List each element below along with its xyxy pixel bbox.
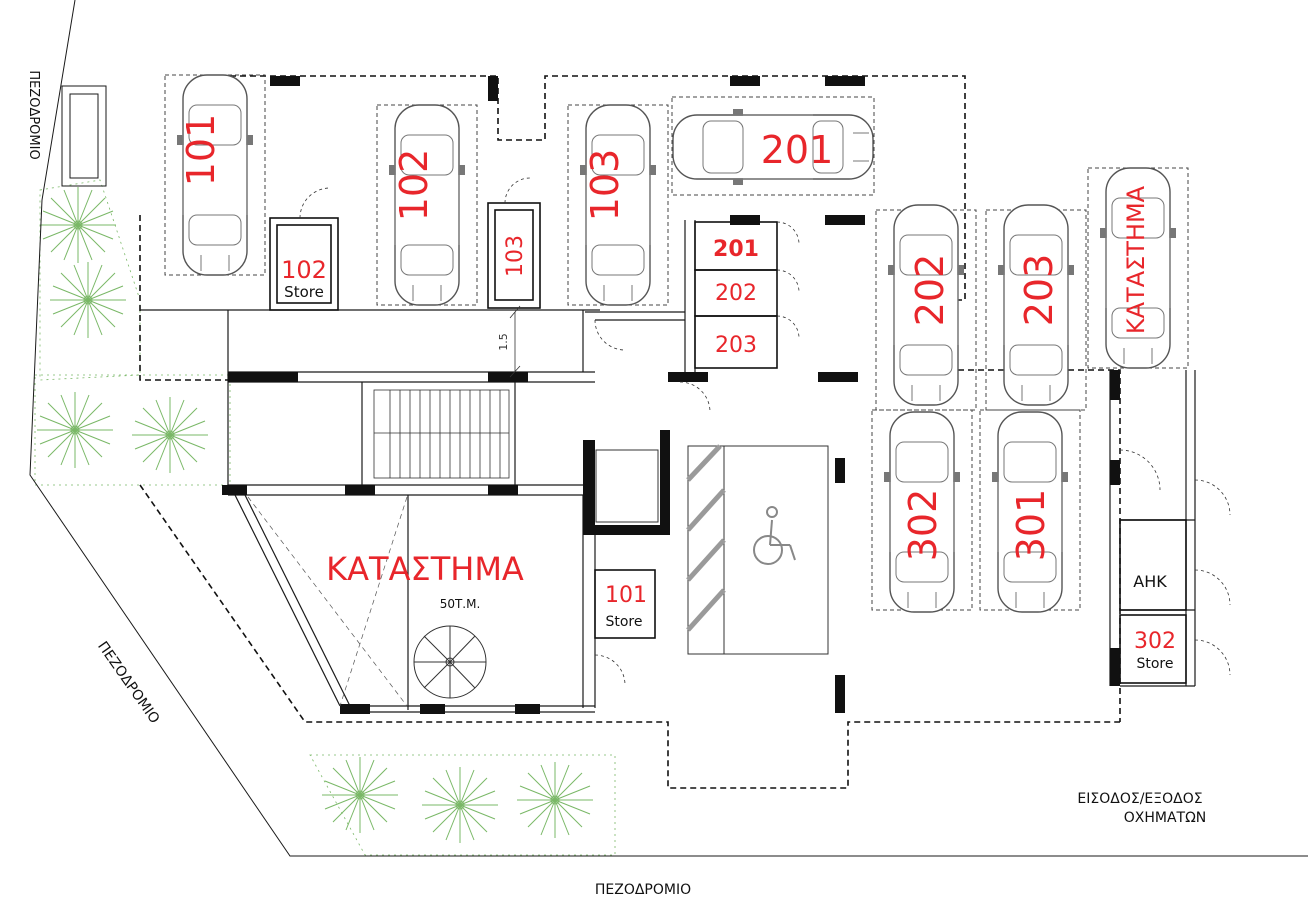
street-label-top-left: ΠΕΖΟΔΡΟΜΙΟ — [26, 70, 41, 159]
parking-301-label: 301 — [1009, 489, 1053, 562]
street-label-diagonal: ΠΕΖΟΔΡΟΜΙΟ — [94, 639, 162, 727]
staircase — [373, 389, 510, 479]
storerooms — [269, 202, 1187, 684]
wall-blocks — [222, 76, 1120, 714]
parking-201-label: 201 — [761, 128, 834, 172]
parking-102-label: 102 — [392, 149, 436, 222]
parking-101-label: 101 — [179, 114, 223, 187]
store-103-number: 103 — [503, 235, 528, 277]
labels: 101 102 103 201 202 203 ΚΑΤΑΣΤΗΜΑ 302 30… — [26, 70, 1206, 898]
parking-202-label: 202 — [908, 254, 952, 327]
shop-diagonals — [247, 496, 408, 707]
shop-name: ΚΑΤΑΣΤΗΜΑ — [326, 550, 524, 588]
entrance-label-line2: ΟΧΗΜΑΤΩΝ — [1124, 810, 1207, 826]
store-203-label: 203 — [715, 333, 757, 358]
site-boundary — [29, 0, 1308, 857]
building-outline — [139, 75, 1121, 789]
store-202-label: 202 — [715, 281, 757, 306]
ahk-label: ΑΗΚ — [1133, 572, 1167, 591]
parking-302-label: 302 — [901, 489, 945, 562]
store-302-number: 302 — [1134, 629, 1176, 654]
store-101-word: Store — [605, 614, 642, 630]
street-label-bottom: ΠΕΖΟΔΡΟΜΙΟ — [595, 882, 691, 898]
elevator — [595, 449, 659, 523]
parking-203-label: 203 — [1017, 254, 1061, 327]
entrance-label-line1: ΕΙΣΟΔΟΣ/ΕΞΟΔΟΣ — [1077, 791, 1202, 807]
store-201-label: 201 — [713, 237, 759, 262]
dimension-line — [509, 305, 521, 378]
store-101-number: 101 — [605, 583, 647, 608]
shop-area: 50Τ.Μ. — [440, 597, 481, 611]
ramp — [686, 444, 829, 655]
wheelchair-icon — [753, 506, 796, 565]
spiral-staircase-icon — [413, 625, 487, 699]
dimension-label: 1.5 — [497, 333, 510, 351]
store-102-word: Store — [284, 283, 324, 301]
parking-103-label: 103 — [583, 149, 627, 222]
store-102-number: 102 — [281, 256, 327, 284]
parking-shop-label: ΚΑΤΑΣΤΗΜΑ — [1122, 185, 1150, 334]
landscape-trees — [34, 179, 616, 856]
store-302-word: Store — [1136, 656, 1173, 672]
door-swings — [299, 177, 1231, 686]
core-walls — [140, 220, 1196, 713]
